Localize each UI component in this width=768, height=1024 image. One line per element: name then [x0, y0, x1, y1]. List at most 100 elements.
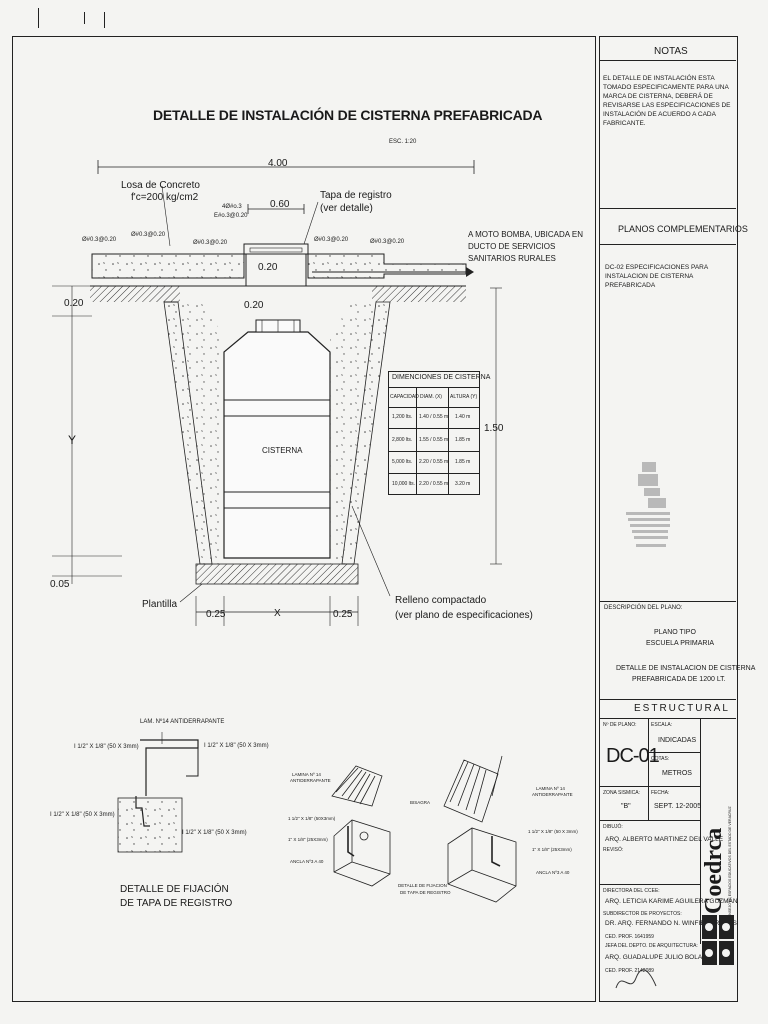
label-pump: SANITARIOS RURALES: [468, 254, 556, 263]
table-title: DIMENCIONES DE CISTERNA: [392, 374, 491, 381]
detail-title: DE TAPA DE REGISTRO: [120, 898, 233, 909]
scan-mark: [104, 12, 105, 28]
rebar-label: Ø#0.3@0.20: [370, 239, 405, 245]
label-slab: Losa de Concreto: [121, 180, 200, 191]
iso-detail-right: [443, 755, 517, 903]
dim-total: 4.00: [268, 158, 288, 169]
label-lid-sub: (ver detalle): [320, 203, 373, 214]
desc-line: PREFABRICADA DE 1200 LT.: [632, 676, 726, 683]
label-lid: Tapa de registro: [320, 190, 392, 201]
desc-label: DESCRIPCIÓN DEL PLANO:: [604, 605, 683, 611]
iso-label: 1" X 1/8" (25X3mm): [288, 837, 328, 842]
table-cell: 1.40 m: [455, 414, 471, 420]
subdir: DR. ARQ. FERNANDO N. WINFIELD REYES: [605, 920, 737, 927]
detail-title: DETALLE DE FIJACIÓN: [120, 884, 229, 895]
iso-label: 1" X 1/8" (25X3mm): [532, 847, 572, 852]
dim-025: 0.25: [206, 609, 226, 620]
desc-line: PLANO TIPO: [654, 629, 696, 636]
approval-stamp: [626, 462, 670, 547]
scale-label: ESCALA:: [651, 722, 673, 728]
complementary-header: PLANOS COMPLEMENTARIOS: [618, 224, 748, 234]
rebar-label: Ø#0.3@0.20: [193, 240, 228, 246]
iso-label: ANTIDERRAPANTE: [532, 792, 573, 797]
table-cell: 2.20 / 0.55 m: [419, 459, 449, 465]
ced-prof: CED. PROF. 2142089: [605, 968, 654, 974]
table-cell: 2,800 lts.: [392, 437, 413, 443]
iso-label: ANCLA Nº3 A 40: [536, 870, 570, 875]
table-header: DIAM. (X): [420, 394, 442, 400]
director-label: DIRECTORA DEL CCEE:: [603, 888, 660, 894]
label-fill-sub: (ver plano de especificaciones): [395, 610, 533, 621]
dim-020: 0.20: [64, 298, 84, 309]
table-header: CAPACIDAD: [390, 394, 419, 400]
date-value: SEPT. 12-2005: [654, 803, 702, 810]
dim-005: 0.05: [50, 579, 70, 590]
label-pump: A MOTO BOMBA, UBICADA EN: [468, 230, 583, 239]
detail-label: LAM. Nº14 ANTIDERRAPANTE: [140, 719, 225, 725]
ced-prof: CED. PROF. 1641959: [605, 934, 654, 940]
logo-blocks-icon: [702, 915, 734, 965]
reviewed-label: REVISÓ:: [603, 847, 624, 853]
dim-020: 0.20: [258, 262, 278, 273]
iso-caption: DETALLE DE FIJACION: [398, 883, 447, 888]
table-header: ALTURA (Y): [450, 394, 478, 400]
date-label: FECHA:: [651, 790, 670, 796]
iso-caption: DE TAPA DE REGISTRO: [400, 890, 451, 895]
drawn-by: ARQ. ALBERTO MARTINEZ DEL VALLE: [605, 836, 724, 843]
scale-value: INDICADAS: [658, 737, 697, 744]
detail-label: I 1/2" X 1/8" (50 X 3mm): [74, 744, 139, 750]
iso-label: BISAGRA: [410, 800, 431, 805]
label-fill: Relleno compactado: [395, 595, 487, 606]
detail-label: I 1/2" X 1/8" (50 X 3mm): [182, 830, 247, 836]
drawing-frame: [12, 36, 596, 1002]
discipline: ESTRUCTURAL: [634, 703, 730, 714]
iso-detail-left: [331, 765, 391, 887]
notes-header: NOTAS: [654, 46, 688, 57]
title-block-frame: [599, 36, 738, 1002]
drawn-label: DIBUJÓ:: [603, 824, 623, 830]
iso-label: ANCLA Nº3 A 40: [290, 859, 324, 864]
rebar-label: 4Ø#o.3: [222, 204, 242, 210]
detail-label: I 1/2" X 1/8" (50 X 3mm): [50, 812, 115, 818]
desc-line: DETALLE DE INSTALACION DE CISTERNA: [616, 665, 756, 672]
dim-025: 0.25: [333, 609, 353, 620]
dim-150: 1.50: [484, 423, 504, 434]
iso-label: 1 1/2" X 1/8" (50X3mm): [288, 816, 336, 821]
units-value: METROS: [662, 770, 692, 777]
cistern-section-drawing: [52, 160, 517, 903]
coedrca-logo: Coedrca CONSEJO DE ESPACIOS EDUCATIVOS D…: [701, 720, 735, 998]
drawing-scale: ESC. 1:20: [389, 139, 417, 145]
table-cell: 1.55 / 0.55 m: [419, 437, 449, 443]
signature: [615, 969, 657, 989]
rebar-label: Ø#0.3@0.20: [82, 237, 117, 243]
seismic-label: ZONA SISMICA:: [603, 790, 640, 796]
table-cell: 10,000 lts.: [392, 481, 416, 487]
units-label: COTAS:: [651, 756, 670, 762]
logo-subtitle: CONSEJO DE ESPACIOS EDUCATIVOS DEL ESTAD…: [728, 806, 732, 920]
table-cell: 1.85 m: [455, 459, 471, 465]
table-cell: 1.40 / 0.55 m: [419, 414, 449, 420]
tank-dimensions-table: [388, 371, 480, 495]
iso-label: 1 1/2" X 1/8" (50 X 3mm): [528, 829, 578, 834]
desc-line: ESCUELA PRIMARIA: [646, 640, 715, 647]
subdir-label: SUBDIRECTOR DE PROYECTOS:: [603, 911, 682, 917]
director: ARQ. LETICIA KARIME AGUILERA GUZMÁN: [605, 898, 738, 905]
iso-label: ANTIDERRAPANTE: [290, 778, 331, 783]
label-concrete-strength: f'c=200 kg/cm2: [131, 192, 199, 203]
complementary-body: DC-02 ESPECIFICACIONES PARA INSTALACION …: [605, 264, 708, 289]
detail-label: I 1/2" X 1/8" (50 X 3mm): [204, 743, 269, 749]
logo-wordmark: Coedrca: [701, 827, 727, 914]
jefe-label: JEFA DEL DEPTO. DE ARQUITECTURA:: [605, 943, 698, 949]
jefe: ARQ. GUADALUPE JULIO BOLAÑOS: [605, 954, 717, 961]
dim-y: Y: [68, 433, 77, 447]
dim-x: X: [274, 608, 281, 619]
table-cell: 2.20 / 0.55 m: [419, 481, 449, 487]
rebar-label: Ø#0.3@0.20: [131, 232, 166, 238]
table-cell: 1.85 m: [455, 437, 471, 443]
seismic-value: "B": [621, 803, 631, 810]
table-cell: 5,000 lts.: [392, 459, 413, 465]
drawing-title: DETALLE DE INSTALACIÓN DE CISTERNA PREFA…: [153, 107, 543, 123]
table-cell: 1,200 lts.: [392, 414, 413, 420]
scan-mark: [38, 8, 39, 28]
rebar-label: Ø#0.3@0.20: [314, 237, 349, 243]
